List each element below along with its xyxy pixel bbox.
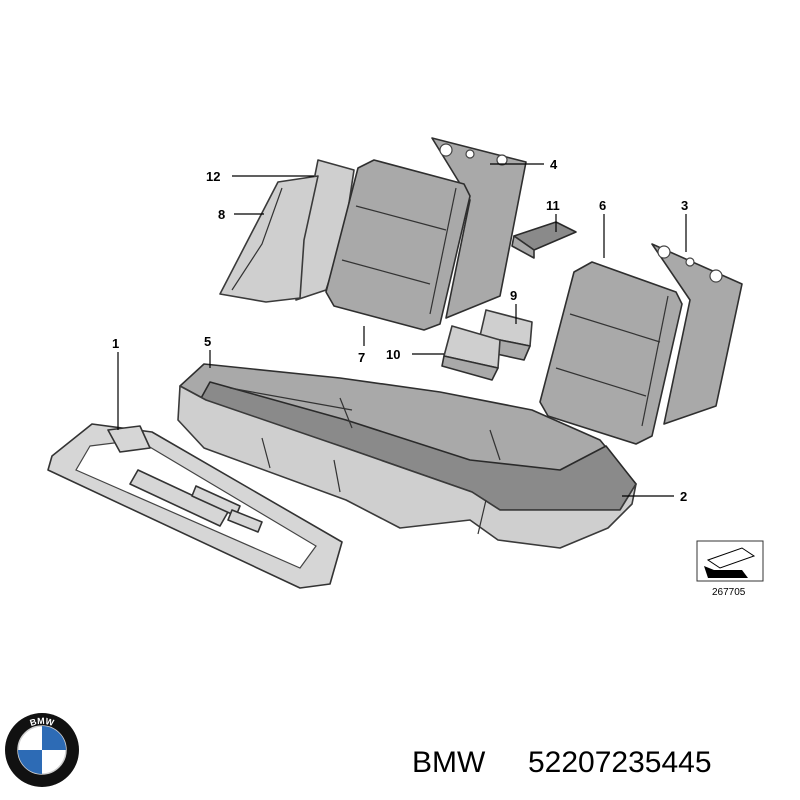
- callout-12: 12: [206, 169, 220, 184]
- callout-9: 9: [510, 288, 517, 303]
- bmw-logo: BMW: [5, 713, 79, 787]
- reference-arrow-icon: [704, 566, 748, 578]
- reference-box: 267705: [696, 540, 764, 598]
- part-11-armrest-pad: [511, 221, 577, 259]
- callout-7: 7: [358, 350, 365, 365]
- callout-10: 10: [386, 347, 400, 362]
- caption-brand: BMW: [412, 746, 486, 779]
- callout-4: 4: [550, 157, 558, 172]
- callout-5: 5: [204, 334, 211, 349]
- svg-text:BMW: BMW: [29, 716, 56, 728]
- callout-labels: 1 2 3 4 5 6 7 8 9 10 11 12: [112, 157, 688, 504]
- part-4-backrest-frame-left: [431, 137, 527, 319]
- part-7-backrest-left: [325, 159, 471, 331]
- part-8-side-bolster: [219, 175, 319, 303]
- logo-text: BMW: [29, 716, 56, 728]
- callout-3: 3: [681, 198, 688, 213]
- callout-2: 2: [680, 489, 687, 504]
- part-10-bracket: [441, 325, 501, 381]
- callout-11: 11: [546, 198, 560, 213]
- part-6-backrest-right: [539, 261, 683, 445]
- caption-part-number: 52207235445: [528, 746, 712, 779]
- callout-1: 1: [112, 336, 119, 351]
- callout-8: 8: [218, 207, 225, 222]
- reference-number: 267705: [712, 587, 746, 598]
- callout-6: 6: [599, 198, 606, 213]
- leader-lines: [117, 163, 687, 497]
- part-2-seat-cover: [177, 385, 637, 549]
- part-1-seat-base-frame: [47, 423, 343, 589]
- part-3-backrest-frame-right: [651, 243, 743, 425]
